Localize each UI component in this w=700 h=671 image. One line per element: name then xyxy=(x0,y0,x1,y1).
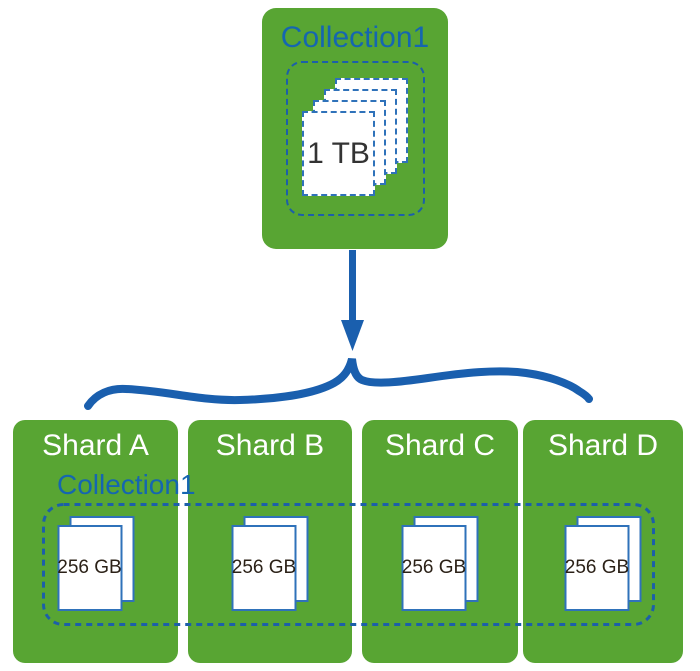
documents-stack: 256 GB xyxy=(57,516,134,611)
shard-size-label: 256 GB xyxy=(401,557,467,578)
shard-size-label: 256 GB xyxy=(564,557,630,578)
shard-box-a: Shard A 256 GB xyxy=(13,420,178,663)
document-page-front: 256 GB xyxy=(231,525,297,611)
document-page-front: 256 GB xyxy=(57,525,122,611)
shard-name: Shard A xyxy=(42,429,149,462)
documents-stack: 256 GB xyxy=(401,516,479,611)
collection-box: Collection1 1 TB xyxy=(262,8,448,249)
documents-stack: 256 GB xyxy=(231,516,309,611)
shard-size-label: 256 GB xyxy=(57,557,122,578)
collection-title: Collection1 xyxy=(280,21,430,54)
shard-name: Shard B xyxy=(215,429,325,462)
documents-stack: 256 GB xyxy=(564,516,642,611)
document-page-front: 256 GB xyxy=(401,525,467,611)
shard-box-c: Shard C 256 GB xyxy=(362,420,518,663)
shard-box-d: Shard D 256 GB xyxy=(523,420,683,663)
sharded-collection-title: Collection1 xyxy=(57,469,196,500)
shard-name: Shard D xyxy=(547,429,659,462)
shard-box-b: Shard B 256 GB xyxy=(188,420,352,663)
collection-size-label: 1 TB xyxy=(307,136,370,170)
document-page-front: 256 GB xyxy=(564,525,630,611)
collection-dashed-region: 1 TB xyxy=(286,61,425,216)
shard-size-label: 256 GB xyxy=(231,557,297,578)
down-arrow-icon xyxy=(341,250,364,351)
brace-icon xyxy=(84,357,593,410)
document-page-front: 1 TB xyxy=(302,111,375,196)
shard-name: Shard C xyxy=(384,429,496,462)
